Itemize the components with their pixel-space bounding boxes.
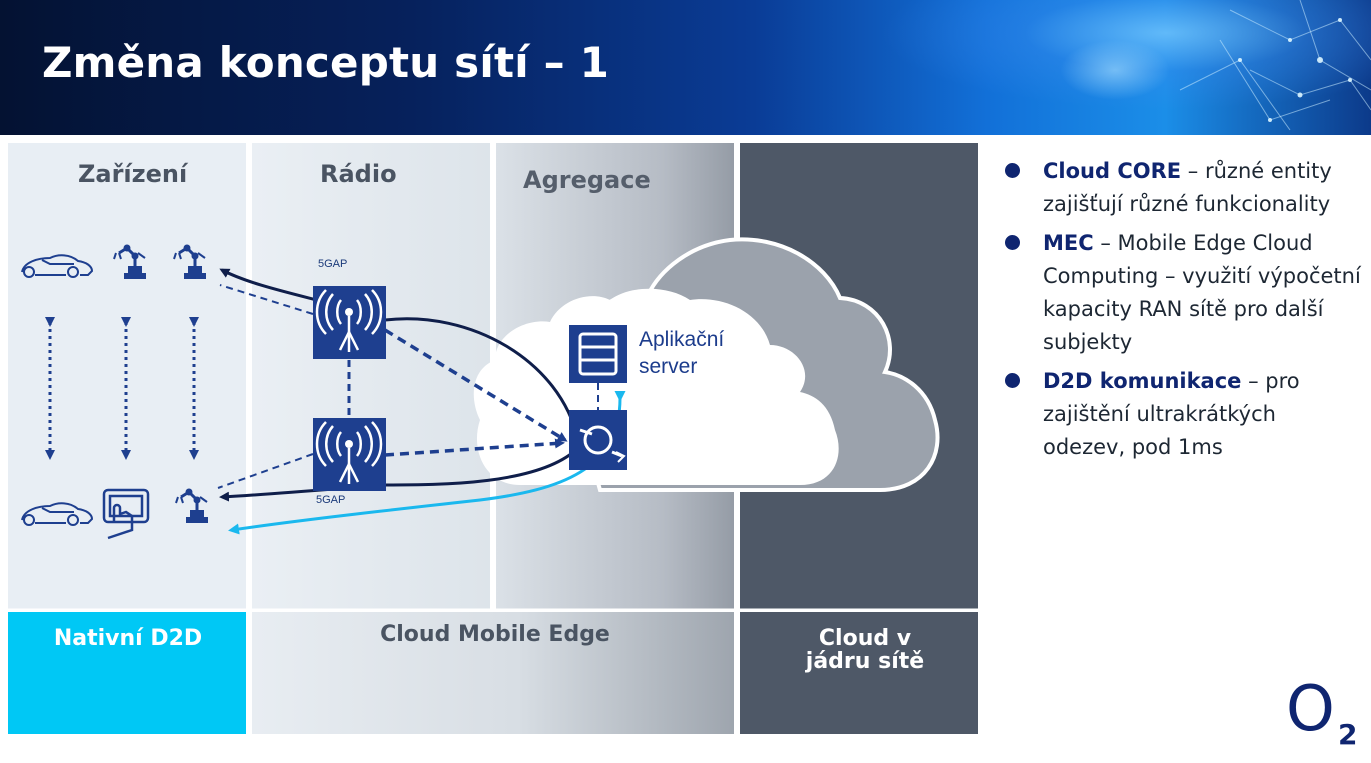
bullet-list: Cloud CORE – různé entity zajišťují různ… [1003, 155, 1363, 470]
bullet-term: MEC [1043, 231, 1094, 255]
network-decoration [1179, 0, 1371, 131]
core-cloud-bar [740, 612, 978, 734]
bullet-dot-icon [1005, 235, 1020, 250]
tablet-touch-icon [102, 488, 150, 540]
bullet-term: Cloud CORE [1043, 159, 1182, 183]
cloud-mobile-edge-label: Cloud Mobile Edge [380, 622, 610, 647]
o2-logo-letter: O [1286, 672, 1335, 745]
router-icon [569, 410, 627, 470]
ap-router-link-top [384, 328, 568, 442]
bullet-mec: MEC – Mobile Edge Cloud Computing – využ… [1003, 227, 1363, 359]
server-icon [569, 325, 627, 383]
bullet-d2d: D2D komunikace – pro zajištění ultrakrát… [1003, 365, 1363, 464]
ap-device-link-bottom [217, 453, 314, 489]
robot-arm-icon-3 [175, 488, 208, 523]
bullet-cloud-core: Cloud CORE – různé entity zajišťují různ… [1003, 155, 1363, 221]
devices-label: Zařízení [78, 160, 188, 188]
header-glow-small [1060, 40, 1170, 100]
ap-label-bottom: 5GAP [316, 494, 346, 506]
header-banner: Změna konceptu sítí – 1 [0, 0, 1371, 135]
ap-label-top: 5GAP [318, 258, 348, 270]
antenna-icon-bottom [313, 418, 386, 491]
native-d2d-bar [8, 612, 246, 734]
bullet-term: D2D komunikace [1043, 369, 1242, 393]
bullet-dot-icon [1005, 373, 1020, 388]
aggregation-label: Agregace [523, 166, 651, 194]
o2-logo: O 2 [1286, 678, 1366, 754]
page-title: Změna konceptu sítí – 1 [42, 38, 610, 87]
bullet-dot-icon [1005, 163, 1020, 178]
robot-arm-icon [113, 244, 146, 279]
radio-label: Rádio [320, 160, 397, 188]
latency-path-top [219, 268, 580, 441]
antenna-icon [313, 286, 386, 359]
core-cloud-label: Cloud v jádru sítě [805, 626, 925, 674]
cloud-mobile-edge-bar [252, 612, 734, 734]
app-server-label: Aplikační server [639, 326, 724, 380]
ap-device-link-top [219, 284, 314, 315]
robot-arm-icon-2 [173, 244, 206, 279]
car-icon [21, 254, 94, 278]
app-server-line1: Aplikační [639, 328, 725, 351]
app-server-line2: server [639, 355, 698, 378]
o2-logo-subscript: 2 [1338, 718, 1358, 751]
bullet-text: – Mobile Edge Cloud Computing – využití … [1043, 231, 1361, 354]
bullet-text: – různé entity zajišťují různé funkciona… [1043, 159, 1332, 216]
bullet-text: – pro zajištění ultrakrátkých odezev, po… [1043, 369, 1300, 459]
car-icon-bottom [21, 502, 94, 526]
native-d2d-label: Nativní D2D [53, 626, 203, 651]
